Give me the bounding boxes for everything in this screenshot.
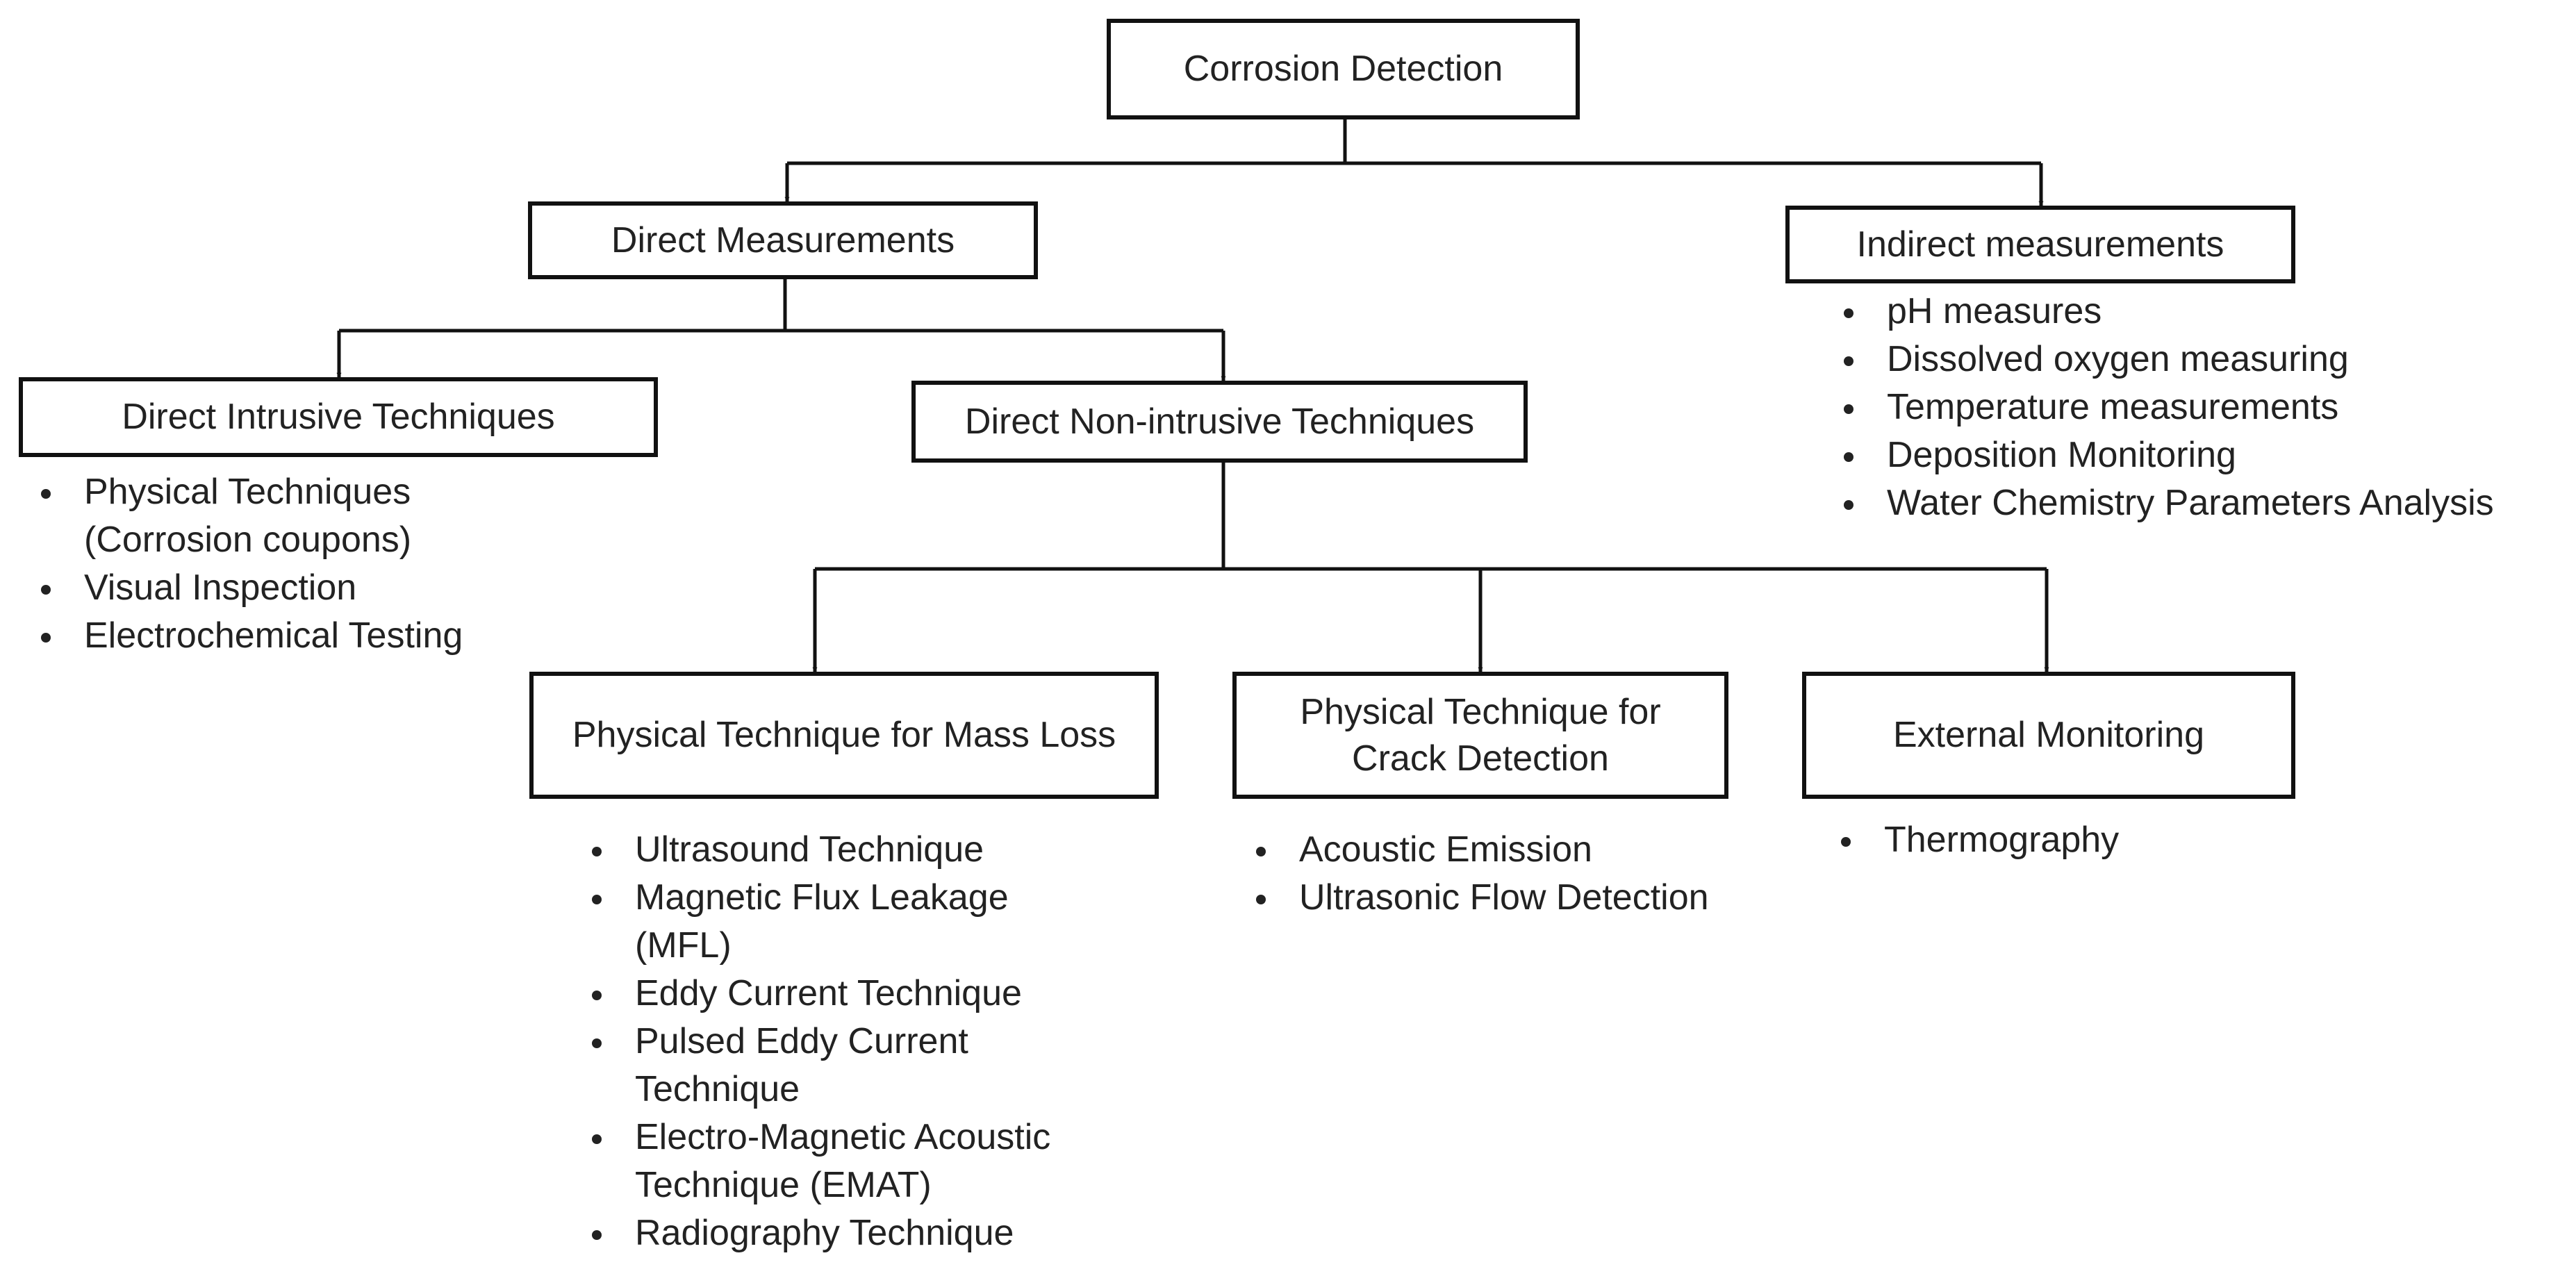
crack-detection-list: Acoustic Emission Ultrasonic Flow Detect… — [1246, 826, 1709, 922]
list-item: Eddy Current Technique — [582, 970, 1050, 1018]
list-item: Thermography — [1831, 816, 2119, 864]
node-mass-loss-label: Physical Technique for Mass Loss — [572, 715, 1116, 756]
node-corrosion-detection: Corrosion Detection — [1107, 19, 1580, 119]
list-item: Magnetic Flux Leakage (MFL) — [582, 874, 1050, 970]
list-item: Radiography Technique — [582, 1209, 1050, 1257]
node-corrosion-detection-label: Corrosion Detection — [1183, 49, 1503, 90]
mass-loss-list: Ultrasound Technique Magnetic Flux Leaka… — [582, 826, 1050, 1257]
list-item: Physical Techniques (Corrosion coupons) — [31, 468, 463, 564]
node-direct-measurements-label: Direct Measurements — [611, 220, 955, 260]
external-monitoring-list: Thermography — [1831, 816, 2119, 864]
indirect-measurements-list: pH measures Dissolved oxygen measuring T… — [1834, 288, 2494, 527]
node-crack-detection: Physical Technique for Crack Detection — [1232, 672, 1728, 799]
node-direct-nonintrusive-techniques: Direct Non-intrusive Techniques — [911, 381, 1528, 463]
node-direct-measurements: Direct Measurements — [528, 201, 1038, 279]
node-direct-nonintrusive-label: Direct Non-intrusive Techniques — [964, 401, 1475, 442]
node-mass-loss: Physical Technique for Mass Loss — [529, 672, 1159, 799]
list-item: Ultrasonic Flow Detection — [1246, 874, 1709, 922]
node-indirect-measurements-label: Indirect measurements — [1856, 224, 2224, 265]
list-item: Deposition Monitoring — [1834, 431, 2494, 479]
list-item: pH measures — [1834, 288, 2494, 336]
direct-intrusive-list: Physical Techniques (Corrosion coupons) … — [31, 468, 463, 660]
list-item: Dissolved oxygen measuring — [1834, 336, 2494, 383]
node-external-monitoring: External Monitoring — [1802, 672, 2295, 799]
list-item: Electro-Magnetic Acoustic Technique (EMA… — [582, 1113, 1050, 1209]
list-item: Water Chemistry Parameters Analysis — [1834, 479, 2494, 527]
node-direct-intrusive-techniques: Direct Intrusive Techniques — [19, 377, 658, 457]
node-external-monitoring-label: External Monitoring — [1893, 715, 2204, 756]
node-indirect-measurements: Indirect measurements — [1785, 206, 2295, 283]
list-item: Electrochemical Testing — [31, 612, 463, 660]
list-item: Temperature measurements — [1834, 383, 2494, 431]
list-item: Visual Inspection — [31, 564, 463, 612]
list-item: Acoustic Emission — [1246, 826, 1709, 874]
node-direct-intrusive-label: Direct Intrusive Techniques — [122, 397, 555, 438]
list-item: Pulsed Eddy Current Technique — [582, 1018, 1050, 1113]
node-crack-detection-label: Physical Technique for Crack Detection — [1300, 691, 1661, 779]
list-item: Ultrasound Technique — [582, 826, 1050, 874]
